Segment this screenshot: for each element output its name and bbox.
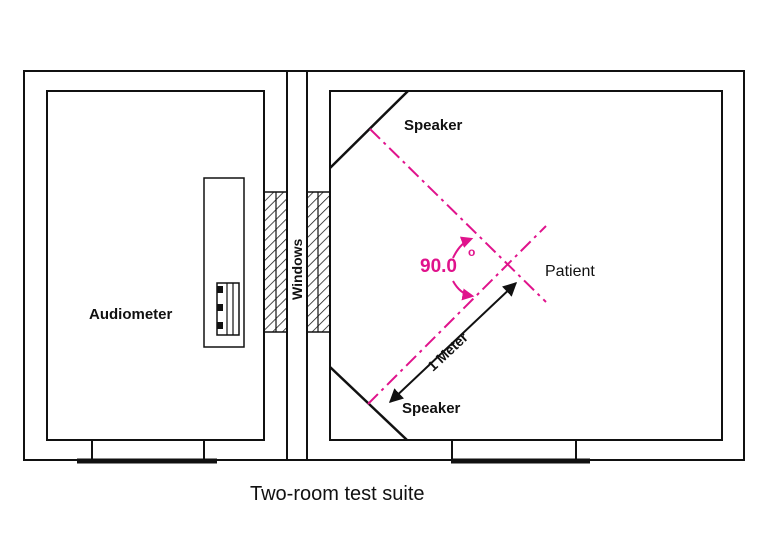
axis-top-speaker (369, 128, 547, 303)
angle-arc-upper (452, 236, 474, 259)
audiometer-label: Audiometer (89, 306, 173, 323)
audiometer-knob (217, 304, 223, 311)
test-room (329, 90, 723, 441)
caption: Two-room test suite (250, 483, 425, 505)
audiometer-knob (217, 286, 223, 293)
audiometer-knob (217, 322, 223, 329)
distance-label: 1 Meter (424, 329, 471, 375)
axis-bottom-speaker (367, 225, 547, 405)
speaker-bottom-label: Speaker (402, 400, 461, 417)
angle-label: 90.0 (420, 256, 457, 277)
angle-arc-lower (452, 280, 475, 301)
patient-label: Patient (545, 263, 595, 280)
angle-unit-label: o (468, 245, 475, 259)
speaker-top (329, 90, 409, 169)
speaker-top-label: Speaker (404, 117, 463, 134)
distance-arrow (388, 282, 518, 403)
outer-wall (23, 70, 745, 461)
windows-label: Windows (289, 238, 305, 300)
